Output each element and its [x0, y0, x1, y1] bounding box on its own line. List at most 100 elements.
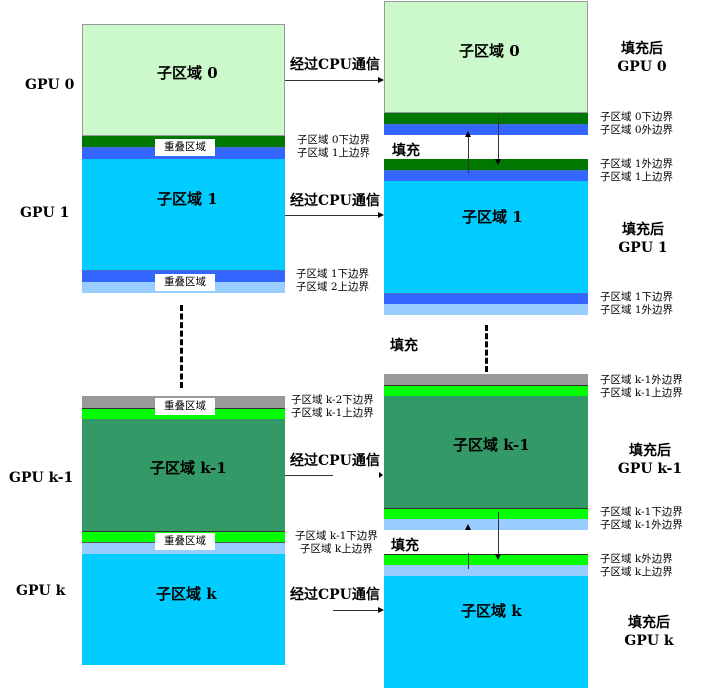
boundary-label-line: 子区域 2上边界 — [296, 281, 370, 293]
communication-arrow — [285, 80, 378, 81]
arrowhead-right-icon — [378, 212, 384, 218]
right-subdomain-k-outer-boundary — [384, 554, 588, 565]
cpu-communication-label: 经过CPU通信 — [290, 453, 380, 469]
communication-arrow — [285, 475, 333, 476]
right-subdomain-k — [384, 576, 588, 688]
boundary-label-line: 子区域 k-1外边界 — [600, 519, 683, 531]
boundary-label: 子区域 k外边界子区域 k上边界 — [600, 553, 673, 579]
boundary-label-line: 子区域 k-2下边界 — [291, 394, 374, 406]
boundary-label: 子区域 k-1下边界子区域 k上边界 — [295, 530, 378, 556]
right-subdomain-0-outer-boundary — [384, 124, 588, 135]
right-subdomain-k-1 — [384, 396, 588, 508]
gpu-label: GPU k-1 — [617, 461, 683, 477]
boundary-label: 子区域 1下边界子区域 2上边界 — [296, 268, 369, 294]
left-subdomain-label: 子区域 k — [156, 585, 217, 603]
left-subdomain-k-1 — [82, 419, 285, 531]
fill-arrow-up — [468, 137, 469, 173]
left-subdomain-k — [82, 554, 285, 665]
right-subdomain-k-upper-boundary — [384, 565, 588, 576]
boundary-label: 子区域 1外边界子区域 1上边界 — [600, 158, 673, 184]
right-subdomain-0-lower-boundary — [384, 113, 588, 124]
boundary-label: 子区域 k-1外边界子区域 k-1上边界 — [600, 374, 683, 400]
right-subdomain-1-outer-boundary — [384, 159, 588, 170]
boundary-label: 子区域 0下边界子区域 1上边界 — [297, 134, 370, 160]
arrowhead-down-icon — [495, 159, 501, 165]
arrowhead-right-icon — [379, 472, 383, 478]
boundary-label-line: 子区域 1外边界 — [600, 158, 674, 170]
left-subdomain-label: 子区域 1 — [157, 190, 218, 208]
overlap-label: 重叠区域 — [155, 398, 215, 415]
boundary-label: 子区域 0下边界子区域 0外边界 — [600, 111, 673, 137]
gpu-label: GPU k — [16, 583, 66, 599]
right-subdomain-k-1-outer-boundary-bottom — [384, 519, 588, 530]
cpu-communication-label: 经过CPU通信 — [290, 587, 380, 603]
ellipsis-dashed-line — [180, 305, 186, 388]
after-fill-label: 填充后 — [628, 615, 670, 631]
after-fill-label: 填充后 — [629, 443, 671, 459]
right-subdomain-1-upper-boundary — [384, 170, 588, 181]
fill-arrow-up — [468, 553, 469, 569]
boundary-label-line: 子区域 1上边界 — [600, 171, 674, 183]
communication-arrow — [285, 215, 378, 216]
boundary-label-line: 子区域 k-1下边界 — [295, 530, 378, 542]
gpu-label: GPU 0 — [617, 59, 667, 75]
fill-label: 填充 — [390, 338, 418, 354]
right-subdomain-label: 子区域 k-1 — [453, 436, 530, 454]
left-subdomain-0 — [82, 24, 285, 136]
arrowhead-down-icon — [495, 554, 501, 560]
boundary-label-line: 子区域 k-1下边界 — [600, 506, 683, 518]
boundary-label-line: 子区域 0外边界 — [600, 124, 674, 136]
after-fill-label: 填充后 — [622, 222, 664, 238]
overlap-label: 重叠区域 — [155, 274, 215, 291]
boundary-label-line: 子区域 k-1上边界 — [600, 387, 683, 399]
boundary-label-line: 子区域 1下边界 — [296, 268, 370, 280]
right-subdomain-0 — [384, 1, 588, 113]
right-subdomain-1-lower-boundary — [384, 293, 588, 304]
arrowhead-up-icon — [465, 524, 471, 530]
right-subdomain-1-outer-boundary-bottom — [384, 304, 588, 315]
after-fill-label: 填充后 — [621, 41, 663, 57]
gpu-label: GPU k — [624, 633, 674, 649]
boundary-label-line: 子区域 0下边界 — [297, 134, 371, 146]
boundary-label-line: 子区域 1上边界 — [297, 147, 371, 159]
arrowhead-right-icon — [378, 607, 384, 613]
arrowhead-up-icon — [465, 131, 471, 137]
right-subdomain-label: 子区域 1 — [462, 208, 523, 226]
right-subdomain-k-1-outer-boundary — [384, 374, 588, 385]
gpu-label: GPU k-1 — [9, 470, 74, 486]
right-subdomain-1 — [384, 181, 588, 293]
right-subdomain-k-1-lower-boundary — [384, 508, 588, 519]
right-subdomain-k-1-upper-boundary — [384, 385, 588, 396]
boundary-label: 子区域 k-1下边界子区域 k-1外边界 — [600, 506, 683, 532]
left-subdomain-label: 子区域 0 — [157, 64, 218, 82]
overlap-label: 重叠区域 — [155, 533, 215, 550]
after-fill-gpu-label: 填充后 GPU k-1 — [605, 442, 695, 478]
gpu-label: GPU 0 — [25, 77, 75, 93]
cpu-communication-label: 经过CPU通信 — [290, 193, 380, 209]
after-fill-gpu-label: 填充后 GPU 0 — [597, 40, 687, 76]
boundary-label: 子区域 1下边界子区域 1外边界 — [600, 291, 673, 317]
ellipsis-dashed-line — [485, 325, 491, 372]
after-fill-gpu-label: 填充后 GPU k — [604, 614, 694, 650]
overlap-label: 重叠区域 — [155, 139, 215, 156]
boundary-label: 子区域 k-2下边界子区域 k-1上边界 — [291, 394, 374, 420]
gpu-label: GPU 1 — [20, 205, 70, 221]
arrowhead-right-icon — [378, 77, 384, 83]
boundary-label-line: 子区域 1下边界 — [600, 291, 674, 303]
communication-arrow — [333, 610, 378, 611]
right-subdomain-label: 子区域 k — [461, 602, 522, 620]
boundary-label-line: 子区域 k上边界 — [600, 566, 673, 578]
boundary-label-line: 子区域 k-1外边界 — [600, 374, 683, 386]
boundary-label-line: 子区域 k上边界 — [300, 543, 373, 555]
fill-label: 填充 — [392, 143, 420, 159]
boundary-label-line: 子区域 k外边界 — [600, 553, 673, 565]
fill-arrow-down — [498, 117, 499, 159]
fill-arrow-down — [498, 512, 499, 554]
left-subdomain-1 — [82, 159, 285, 270]
boundary-label-line: 子区域 0下边界 — [600, 111, 674, 123]
boundary-label-line: 子区域 k-1上边界 — [291, 407, 374, 419]
boundary-label-line: 子区域 1外边界 — [600, 304, 674, 316]
left-subdomain-label: 子区域 k-1 — [150, 459, 227, 477]
